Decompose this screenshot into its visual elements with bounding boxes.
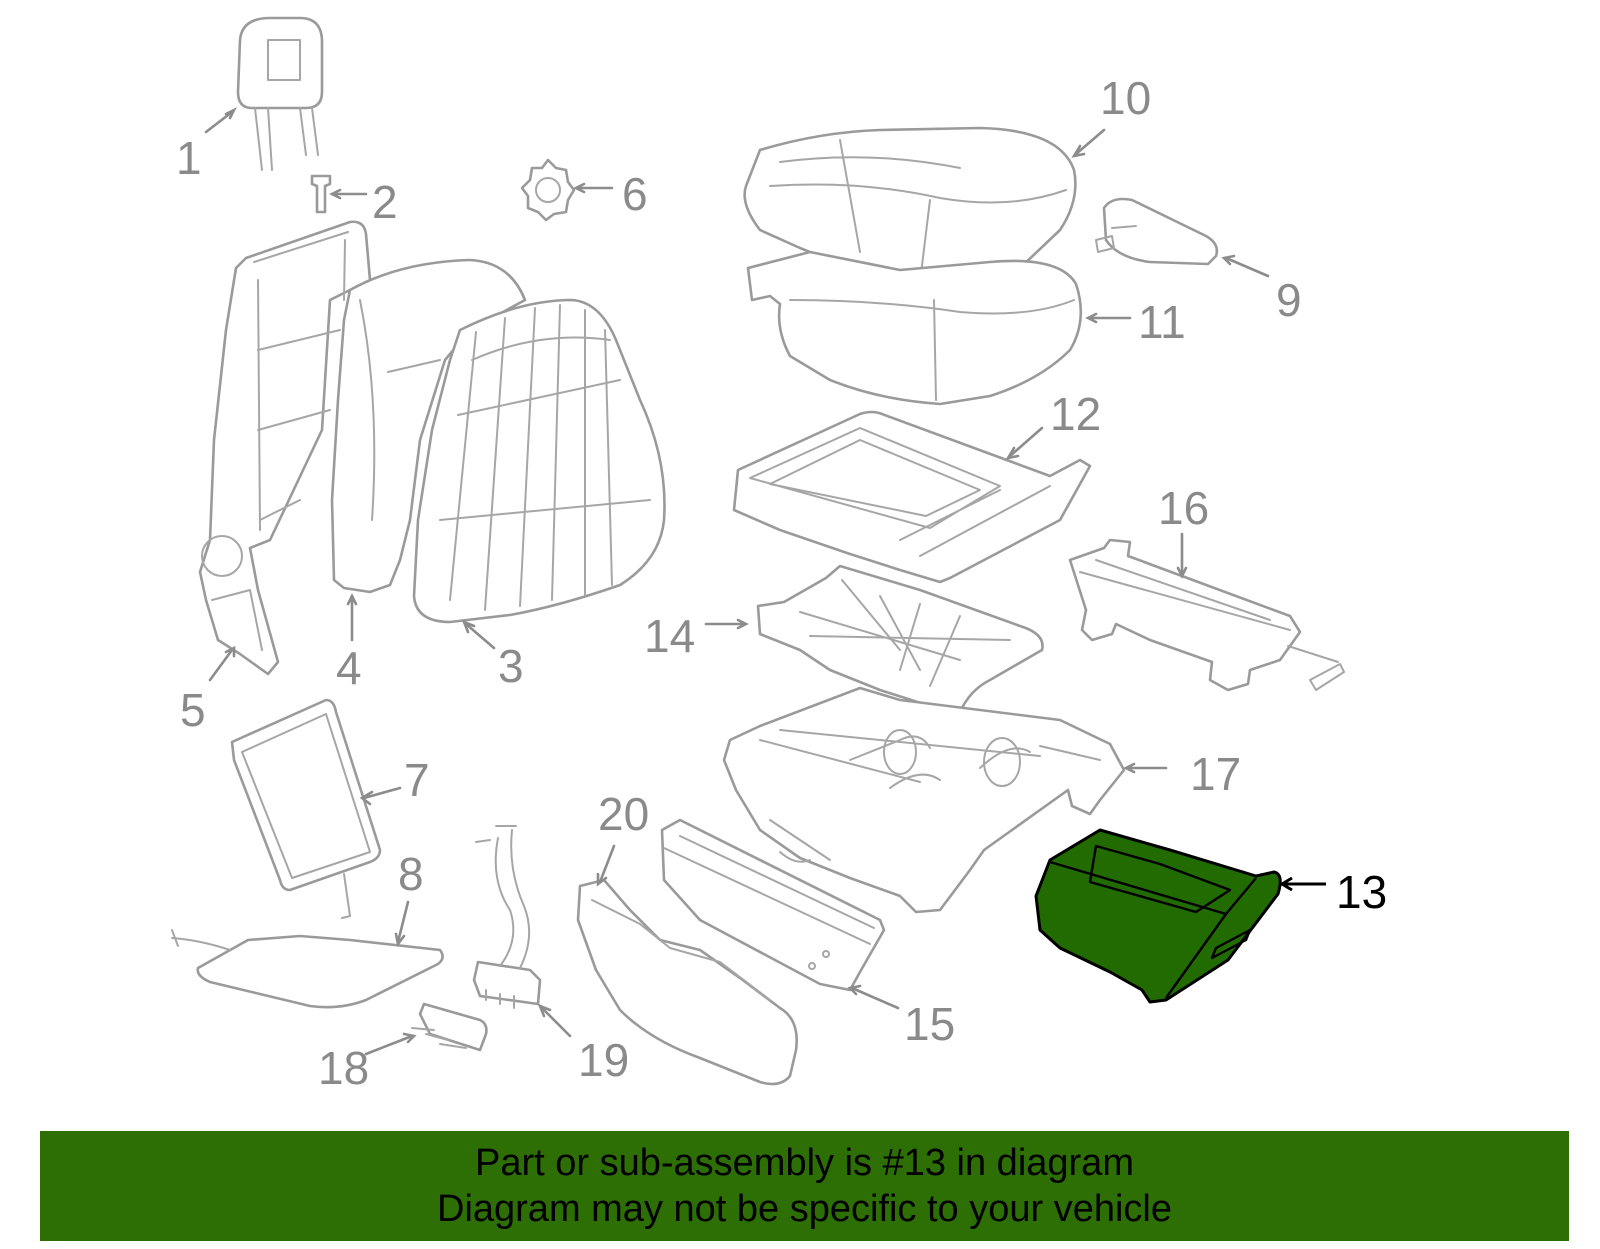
part-18-switch[interactable] [411,1002,488,1052]
part-8-mat[interactable] [171,929,444,1009]
callout-4[interactable]: 4 [336,642,362,694]
callout-19[interactable]: 19 [578,1034,629,1086]
leader-lines [204,107,1326,1056]
callout-5[interactable]: 5 [180,684,206,736]
callout-1[interactable]: 1 [176,132,202,184]
callout-8[interactable]: 8 [398,848,424,900]
part-19-harness[interactable] [472,825,542,1009]
part-11-cushion-pad[interactable] [746,250,1083,406]
part-13-tray-highlighted[interactable] [1034,828,1282,1004]
callout-12[interactable]: 12 [1050,388,1101,440]
info-banner: Part or sub-assembly is #13 in diagram D… [40,1131,1569,1241]
callout-15[interactable]: 15 [904,998,955,1050]
part-7-panel[interactable] [230,698,382,919]
callout-13-highlighted[interactable]: 13 [1336,866,1387,918]
part-10-cushion-cover[interactable] [743,126,1077,290]
callout-7[interactable]: 7 [404,754,430,806]
part-12-cushion-frame[interactable] [732,410,1092,584]
callout-2[interactable]: 2 [372,176,398,228]
part-14-pan[interactable] [756,564,1044,714]
part-15-trim-bar[interactable] [660,818,886,992]
part-9-trim-cap[interactable] [1095,197,1219,266]
callout-18[interactable]: 18 [318,1042,369,1094]
part-20-side-shield[interactable] [576,878,798,1086]
callout-16[interactable]: 16 [1158,482,1209,534]
callout-14[interactable]: 14 [644,610,695,662]
callout-10[interactable]: 10 [1100,72,1151,124]
part-17-seat-base[interactable] [722,686,1126,914]
parts-diagram: 1 2 3 4 5 6 7 8 9 10 11 12 13 14 15 16 1… [171,16,1387,1094]
callout-20[interactable]: 20 [598,788,649,840]
callout-6[interactable]: 6 [622,168,648,220]
part-5-seatback-frame[interactable] [198,220,372,676]
part-6-knob[interactable] [520,158,576,222]
banner-line-2: Diagram may not be specific to your vehi… [437,1188,1172,1230]
callout-11[interactable]: 11 [1138,296,1186,348]
callout-9[interactable]: 9 [1276,274,1302,326]
callout-3[interactable]: 3 [498,640,524,692]
part-1-headrest[interactable] [236,16,324,171]
banner-line-1: Part or sub-assembly is #13 in diagram [475,1142,1134,1184]
part-3-back-cover[interactable] [412,298,666,624]
part-4-back-pad[interactable] [330,258,527,594]
part-16-track[interactable] [1068,538,1345,692]
callout-17[interactable]: 17 [1190,748,1241,800]
part-2-guide[interactable] [310,174,332,214]
